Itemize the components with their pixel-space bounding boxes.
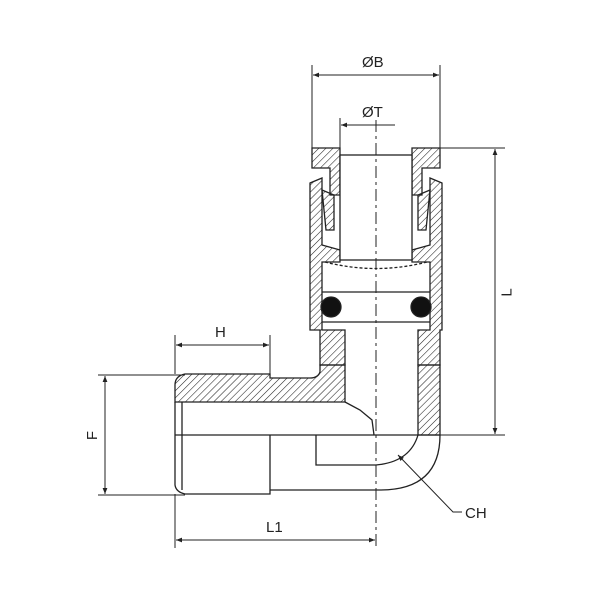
collet-finger-right — [417, 188, 431, 231]
elbow-right-wall — [417, 364, 441, 436]
body-right-wall — [411, 177, 443, 366]
elbow-body — [174, 364, 346, 403]
label-tube-diameter: ØT — [362, 104, 383, 121]
collet-finger-left — [321, 188, 335, 231]
leader-ch — [397, 454, 462, 513]
label-outer-diameter: ØB — [362, 54, 384, 71]
label-thread-length: H — [215, 324, 226, 341]
label-height: F — [84, 430, 102, 441]
o-ring-right — [410, 296, 432, 318]
label-length: L — [498, 288, 516, 297]
body-left-wall — [309, 177, 346, 366]
label-hex: CH — [465, 505, 487, 522]
thread-section — [174, 402, 271, 495]
o-ring-left — [320, 296, 342, 318]
label-length-l1: L1 — [266, 519, 283, 536]
